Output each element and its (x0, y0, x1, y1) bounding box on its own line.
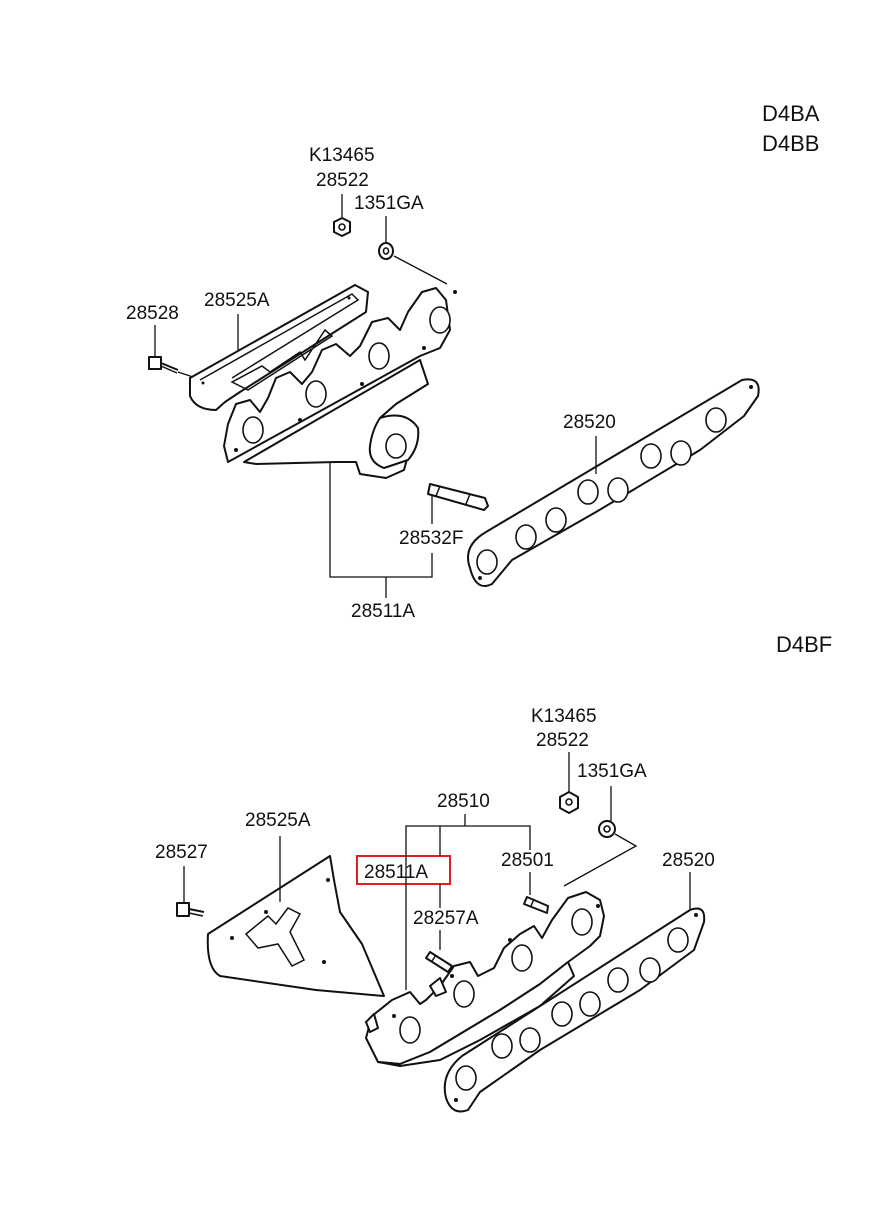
label-1351ga-bottom[interactable]: 1351GA (577, 761, 647, 782)
label-28510-bottom[interactable]: 28510 (437, 791, 490, 812)
label-28520-top[interactable]: 28520 (563, 412, 616, 433)
label-28511a-top[interactable]: 28511A (351, 601, 415, 622)
heat-shield-top[interactable] (189, 284, 369, 411)
label-28511a-bottom[interactable]: 28511A (364, 862, 428, 883)
pin-bottom[interactable] (425, 951, 453, 973)
gasket-bottom[interactable] (443, 872, 706, 1113)
label-28501-bottom[interactable]: 28501 (501, 850, 554, 871)
label-28532f-top[interactable]: 28532F (399, 528, 463, 549)
heat-shield-bottom[interactable] (206, 836, 385, 997)
label-28520-bottom[interactable]: 28520 (662, 850, 715, 871)
label-28257a-bottom[interactable]: 28257A (413, 908, 479, 929)
label-28522-top[interactable]: 28522 (316, 170, 369, 191)
label-1351ga-top[interactable]: 1351GA (354, 193, 424, 214)
engine-code-d4ba: D4BA (762, 101, 820, 126)
assembly-bracket-bottom (405, 814, 531, 990)
nut-top[interactable] (333, 194, 351, 237)
bolt-bottom[interactable] (176, 866, 205, 917)
label-28525a-top[interactable]: 28525A (204, 290, 270, 311)
engine-code-d4bf: D4BF (776, 632, 832, 657)
label-28527-bottom[interactable]: 28527 (155, 842, 208, 863)
gasket-top[interactable] (467, 378, 760, 587)
stud-top[interactable] (427, 483, 489, 511)
manifold-top[interactable] (223, 287, 457, 479)
label-28528-top[interactable]: 28528 (126, 303, 179, 324)
washer-bottom[interactable] (563, 786, 638, 887)
stud-bottom[interactable] (523, 896, 549, 914)
washer-top[interactable] (378, 216, 448, 285)
label-28522-bottom[interactable]: 28522 (536, 730, 589, 751)
highlight-28511a[interactable]: 28511A (356, 855, 451, 885)
bolt-top[interactable] (148, 325, 194, 378)
manifold-bottom[interactable] (365, 891, 605, 1067)
label-k13465-bottom[interactable]: K13465 (531, 706, 597, 727)
engine-code-d4bb: D4BB (762, 131, 819, 156)
label-28525a-bottom[interactable]: 28525A (245, 810, 311, 831)
leader-lines-top (329, 462, 433, 598)
label-k13465-top[interactable]: K13465 (309, 145, 375, 166)
nut-bottom[interactable] (559, 752, 579, 814)
